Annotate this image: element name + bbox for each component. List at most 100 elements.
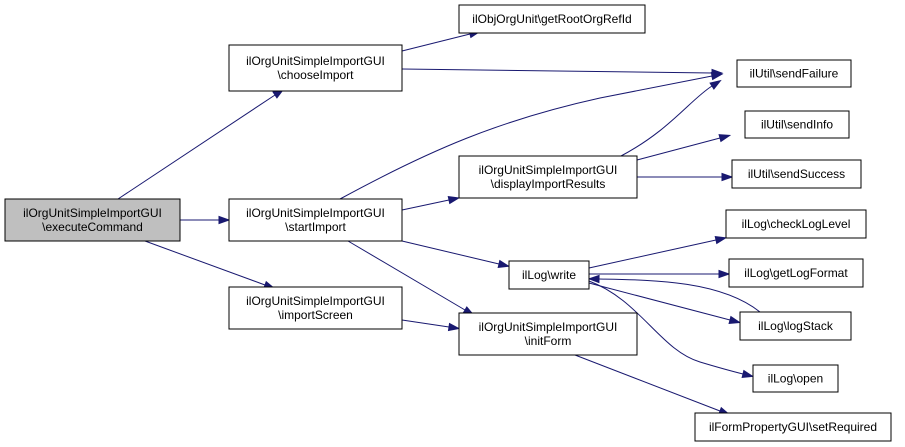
edge-execute-to-start [180, 215, 231, 225]
edge-line [401, 68, 713, 74]
node-label: ilLog\logStack [758, 319, 834, 333]
edge-display-to-sendsuccess [637, 172, 734, 182]
node-label: ilUtil\sendFailure [750, 67, 839, 81]
edge-display-to-sendfailure [620, 79, 722, 157]
edge-execute-to-choose [117, 88, 285, 200]
edge-line [574, 354, 721, 412]
edge-logwrite-to-logopen [588, 280, 755, 378]
node-box [228, 198, 403, 242]
node-box [228, 286, 403, 330]
edge-start-to-sendfailure [339, 71, 724, 200]
node-label: \importScreen [278, 308, 353, 322]
node-sendsuccess[interactable]: ilUtil\sendSuccess [731, 159, 862, 189]
arrowhead [710, 71, 724, 81]
edge-logwrite-to-checkloglevel [588, 236, 728, 269]
node-setrequired[interactable]: ilFormPropertyGUI\setRequired [694, 412, 892, 442]
edge-line [144, 240, 266, 286]
node-sendfailure[interactable]: ilUtil\sendFailure [736, 59, 852, 88]
edge-line [401, 33, 471, 52]
node-box [458, 312, 638, 356]
node-initform[interactable]: ilOrgUnitSimpleImportGUI\initForm [458, 312, 638, 356]
edge-line [588, 282, 731, 321]
node-box [739, 311, 852, 341]
node-box [725, 209, 867, 239]
node-display[interactable]: ilOrgUnitSimpleImportGUI\displayImportRe… [458, 155, 638, 199]
node-label: ilLog\open [768, 372, 823, 386]
edge-display-to-sendinfo [636, 134, 732, 161]
node-box [744, 110, 850, 139]
edge-execute-to-importscreen [144, 240, 276, 289]
node-label: ilLog\getLogFormat [744, 266, 848, 280]
edge-line [588, 280, 744, 375]
node-execute[interactable]: ilOrgUnitSimpleImportGUI\executeCommand [4, 198, 181, 242]
edge-choose-to-getroot [401, 30, 482, 52]
arrowhead [718, 269, 731, 279]
node-label: ilFormPropertyGUI\setRequired [709, 420, 877, 434]
arrowhead [447, 322, 461, 332]
node-box [508, 260, 590, 290]
node-box [694, 412, 892, 442]
edge-logwrite-to-getlogformat [589, 269, 731, 279]
arrowhead [709, 79, 722, 90]
node-label: ilOrgUnitSimpleImportGUI [246, 294, 385, 308]
node-label: ilObjOrgUnit\getRootOrgRefId [472, 12, 631, 26]
node-label: \chooseImport [277, 68, 354, 82]
node-label: \initForm [525, 334, 572, 348]
edge-line [598, 278, 761, 313]
arrowhead [447, 195, 461, 205]
edge-line [347, 240, 466, 311]
edge-importscreen-to-initform [401, 319, 461, 332]
node-sendinfo[interactable]: ilUtil\sendInfo [744, 110, 850, 139]
edge-start-to-display [401, 195, 461, 211]
edge-start-to-logwrite [401, 240, 511, 268]
node-getroot[interactable]: ilObjOrgUnit\getRootOrgRefId [458, 4, 646, 34]
arrowhead [714, 236, 728, 245]
node-box [728, 258, 864, 288]
node-box [458, 4, 646, 34]
node-label: ilUtil\sendInfo [761, 118, 833, 132]
edge-line [401, 240, 500, 265]
node-logwrite[interactable]: ilLog\write [508, 260, 590, 290]
node-getlogformat[interactable]: ilLog\getLogFormat [728, 258, 864, 288]
node-label: ilUtil\sendSuccess [748, 167, 845, 181]
node-box [458, 155, 638, 199]
arrowhead [721, 172, 734, 182]
node-checkloglevel[interactable]: ilLog\checkLogLevel [725, 209, 867, 239]
node-box [4, 198, 181, 242]
edge-line [401, 199, 450, 211]
node-label: ilOrgUnitSimpleImportGUI [246, 54, 385, 68]
node-label: ilLog\write [522, 268, 576, 282]
edge-logwrite-to-logstack [588, 282, 742, 324]
edge-line [620, 85, 713, 157]
node-start[interactable]: ilOrgUnitSimpleImportGUI\startImport [228, 198, 403, 242]
node-label: \displayImportResults [491, 177, 606, 191]
edge-line [339, 75, 713, 200]
node-box [731, 159, 862, 189]
arrowhead [587, 274, 600, 284]
node-label: \executeCommand [42, 220, 143, 234]
arrowhead [497, 259, 511, 268]
arrowhead [728, 315, 742, 324]
arrowhead [718, 134, 732, 143]
edge-choose-to-sendfailure [401, 68, 724, 78]
edge-line [588, 239, 717, 269]
node-importscreen[interactable]: ilOrgUnitSimpleImportGUI\importScreen [228, 286, 403, 330]
edge-line [401, 319, 450, 328]
arrowhead [218, 215, 231, 225]
arrowhead [741, 369, 755, 378]
edge-logstack-to-logwrite [587, 274, 761, 313]
node-box [752, 364, 839, 393]
node-label: ilOrgUnitSimpleImportGUI [23, 206, 162, 220]
node-label: \startImport [285, 220, 346, 234]
node-box [228, 44, 403, 92]
edge-line [636, 137, 721, 161]
node-logstack[interactable]: ilLog\logStack [739, 311, 852, 341]
node-logopen[interactable]: ilLog\open [752, 364, 839, 393]
node-box [736, 59, 852, 88]
node-label: ilOrgUnitSimpleImportGUI [246, 206, 385, 220]
edge-line [117, 94, 276, 200]
node-choose[interactable]: ilOrgUnitSimpleImportGUI\chooseImport [228, 44, 403, 92]
node-label: ilLog\checkLogLevel [742, 217, 851, 231]
node-label: ilOrgUnitSimpleImportGUI [479, 320, 618, 334]
